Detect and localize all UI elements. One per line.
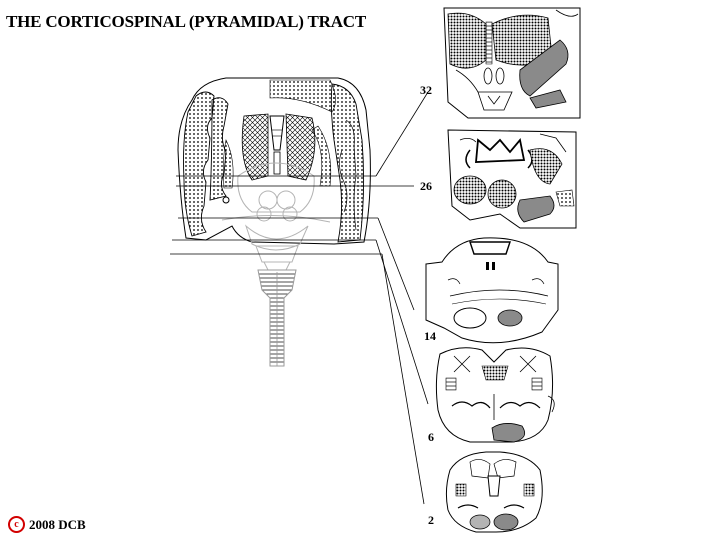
section-level-6: [435, 347, 555, 443]
level-indicator-lines: [170, 91, 429, 505]
level-32-label: 32: [420, 83, 432, 97]
coronal-brain-section: [177, 77, 371, 367]
level-6-label: 6: [428, 430, 434, 444]
copyright-text: 2008 DCB: [29, 516, 86, 532]
copyright-icon: c: [8, 516, 25, 533]
level-2-label: 2: [428, 513, 434, 527]
copyright-notice: c 2008 DCB: [8, 516, 86, 533]
section-level-32: [443, 7, 581, 119]
section-level-26: [447, 129, 577, 229]
section-level-14: [425, 237, 559, 344]
level-14-label: 14: [424, 329, 436, 343]
level-labels: 32 26 14 6 2: [420, 83, 436, 527]
page-title: THE CORTICOSPINAL (PYRAMIDAL) TRACT: [6, 12, 366, 31]
section-level-2: [445, 451, 543, 533]
level-26-label: 26: [420, 179, 432, 193]
